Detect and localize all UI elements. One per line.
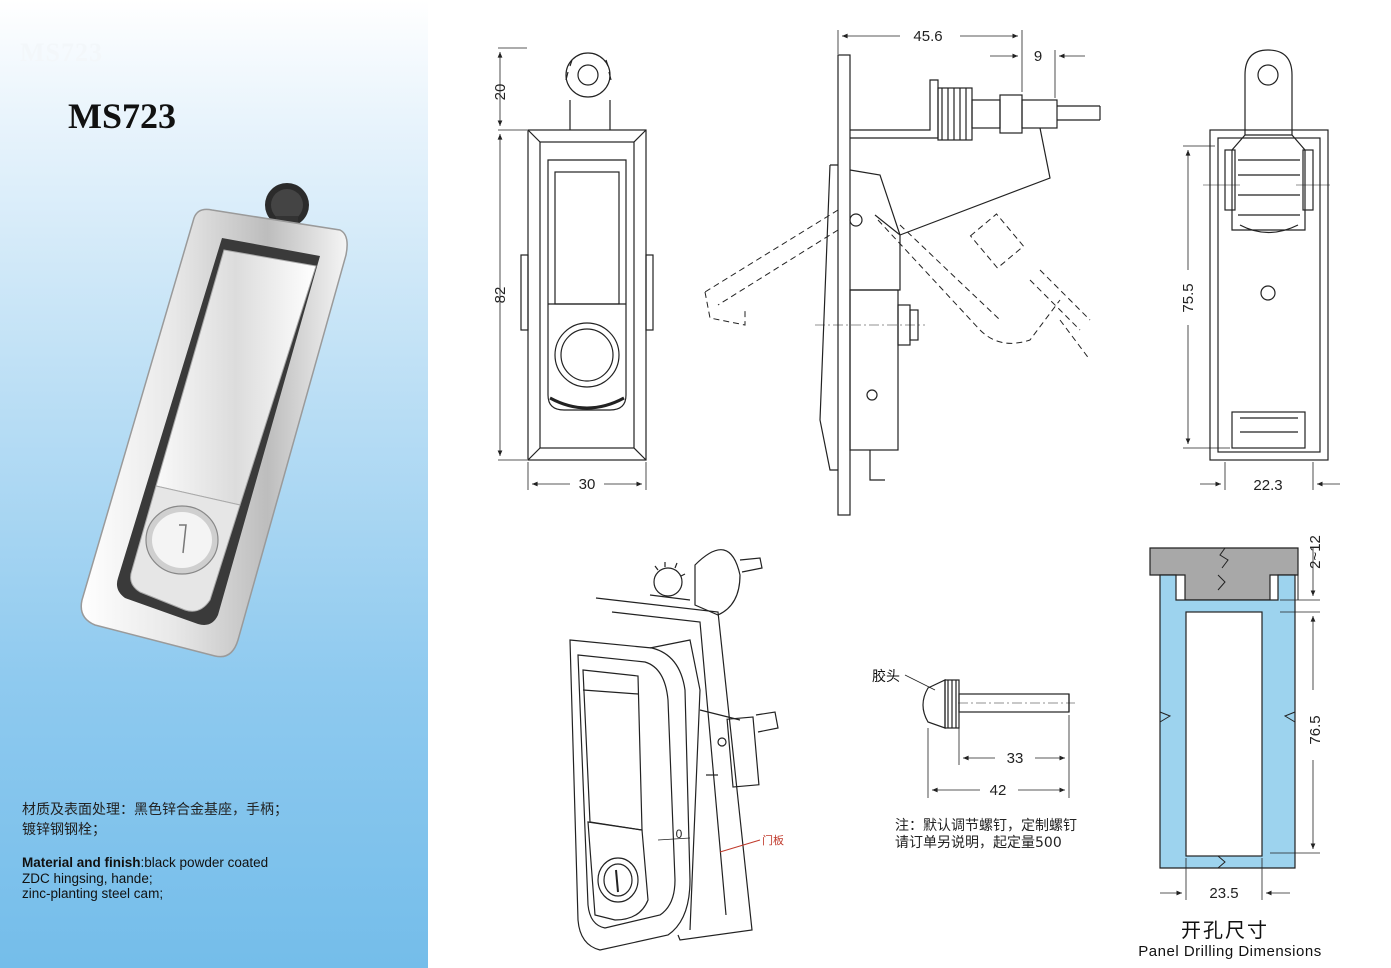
watermark-text: MS723 [20, 38, 103, 67]
dim-side-offset: 9 [1034, 48, 1042, 65]
dim-screw-total: 42 [990, 782, 1007, 799]
dim-cutout-height: 76.5 [1307, 715, 1324, 744]
material-zh-line2: 镀锌钢钢栓； [22, 822, 106, 838]
note-line2: 请订单另说明，起定量500 [895, 835, 1062, 851]
back-view [1183, 49, 1340, 490]
side-view [704, 30, 1101, 516]
note-line1: 注：默认调节螺钉，定制螺钉 [895, 818, 1077, 834]
rubber-head-label: 胶头 [872, 669, 900, 685]
dim-side-depth: 45.6 [913, 28, 942, 45]
product-photo [80, 183, 348, 658]
dim-screw-thread: 33 [1007, 750, 1024, 767]
lock-cylinder [145, 505, 219, 575]
material-description-zh: 材质及表面处理：黑色锌合金基座，手柄； 镀锌钢钢栓； [22, 800, 422, 840]
product-photo-panel: MS723 MS723 [0, 0, 428, 968]
dim-front-width: 30 [579, 476, 596, 493]
screw-note: 注：默认调节螺钉，定制螺钉 请订单另说明，起定量500 [895, 818, 1077, 852]
dim-perspective-zero: 0 [676, 827, 683, 841]
door-panel-leader [719, 839, 761, 853]
dim-back-width: 22.3 [1253, 477, 1282, 494]
material-en-line3: zinc-planting steel cam; [22, 886, 164, 901]
material-en-line1: Material and finish:black powder coated [22, 855, 422, 871]
material-zh-line1: 材质及表面处理：黑色锌合金基座，手柄； [22, 802, 288, 818]
material-description-en: Material and finish:black powder coated … [22, 855, 422, 902]
material-en-heading: Material and finish [22, 855, 141, 870]
dim-cutout-width: 23.5 [1209, 885, 1238, 902]
material-en-line1-text: :black powder coated [140, 855, 269, 870]
panel-drilling-title-zh: 开孔尺寸 [1181, 918, 1269, 942]
door-panel-label: 门板 [762, 834, 784, 847]
dim-back-height: 75.5 [1180, 283, 1197, 312]
material-en-line2: ZDC hingsing, hande; [22, 870, 153, 886]
perspective-view [569, 549, 779, 951]
screw-detail [904, 674, 1075, 798]
panel-cutout-drawing [1149, 547, 1320, 900]
model-title: MS723 [68, 96, 176, 136]
dim-front-top: 20 [492, 84, 509, 101]
dim-front-height: 82 [492, 287, 509, 304]
dim-cutout-thickness: 2~12 [1307, 535, 1324, 569]
panel-drilling-title-en: Panel Drilling Dimensions [1138, 943, 1322, 960]
front-view [497, 47, 654, 490]
